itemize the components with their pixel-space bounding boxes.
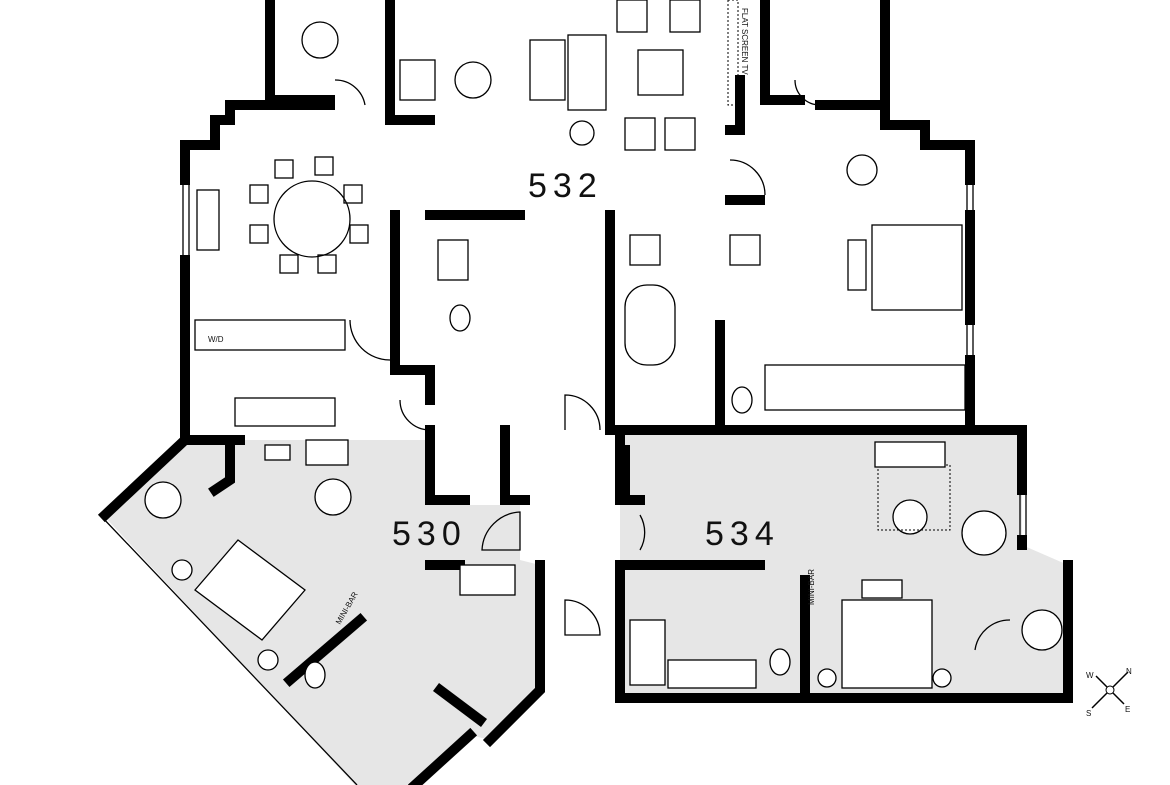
suite-530-area[interactable] — [103, 440, 540, 785]
compass-s: S — [1086, 709, 1091, 718]
flat-screen-tv-label: FLAT SCREEN TV — [740, 8, 749, 75]
windows — [99, 179, 1027, 785]
washer-dryer-label: W/D — [208, 335, 224, 344]
bed-534 — [841, 599, 933, 689]
suite-530-walls — [97, 425, 545, 785]
suite-532-walls — [180, 0, 975, 445]
suite-534-walls — [615, 425, 1073, 703]
compass-w: W — [1086, 671, 1094, 680]
suite-534-area[interactable] — [620, 432, 1068, 698]
compass-e: E — [1125, 705, 1130, 714]
room-number-534: 534 — [705, 515, 780, 553]
room-number-530: 530 — [392, 515, 467, 553]
suite-534-furniture — [629, 441, 1063, 689]
suite-532-furniture — [194, 0, 966, 427]
doors — [334, 79, 1011, 651]
mini-bar-label-534: MINI-BAR — [807, 569, 816, 605]
dining-table — [273, 180, 351, 258]
suite-530-furniture — [144, 439, 516, 689]
bed-530 — [194, 539, 306, 641]
compass-rose-icon: N E S W — [1086, 667, 1132, 718]
compass-n: N — [1126, 667, 1132, 676]
room-number-532: 532 — [528, 167, 603, 205]
